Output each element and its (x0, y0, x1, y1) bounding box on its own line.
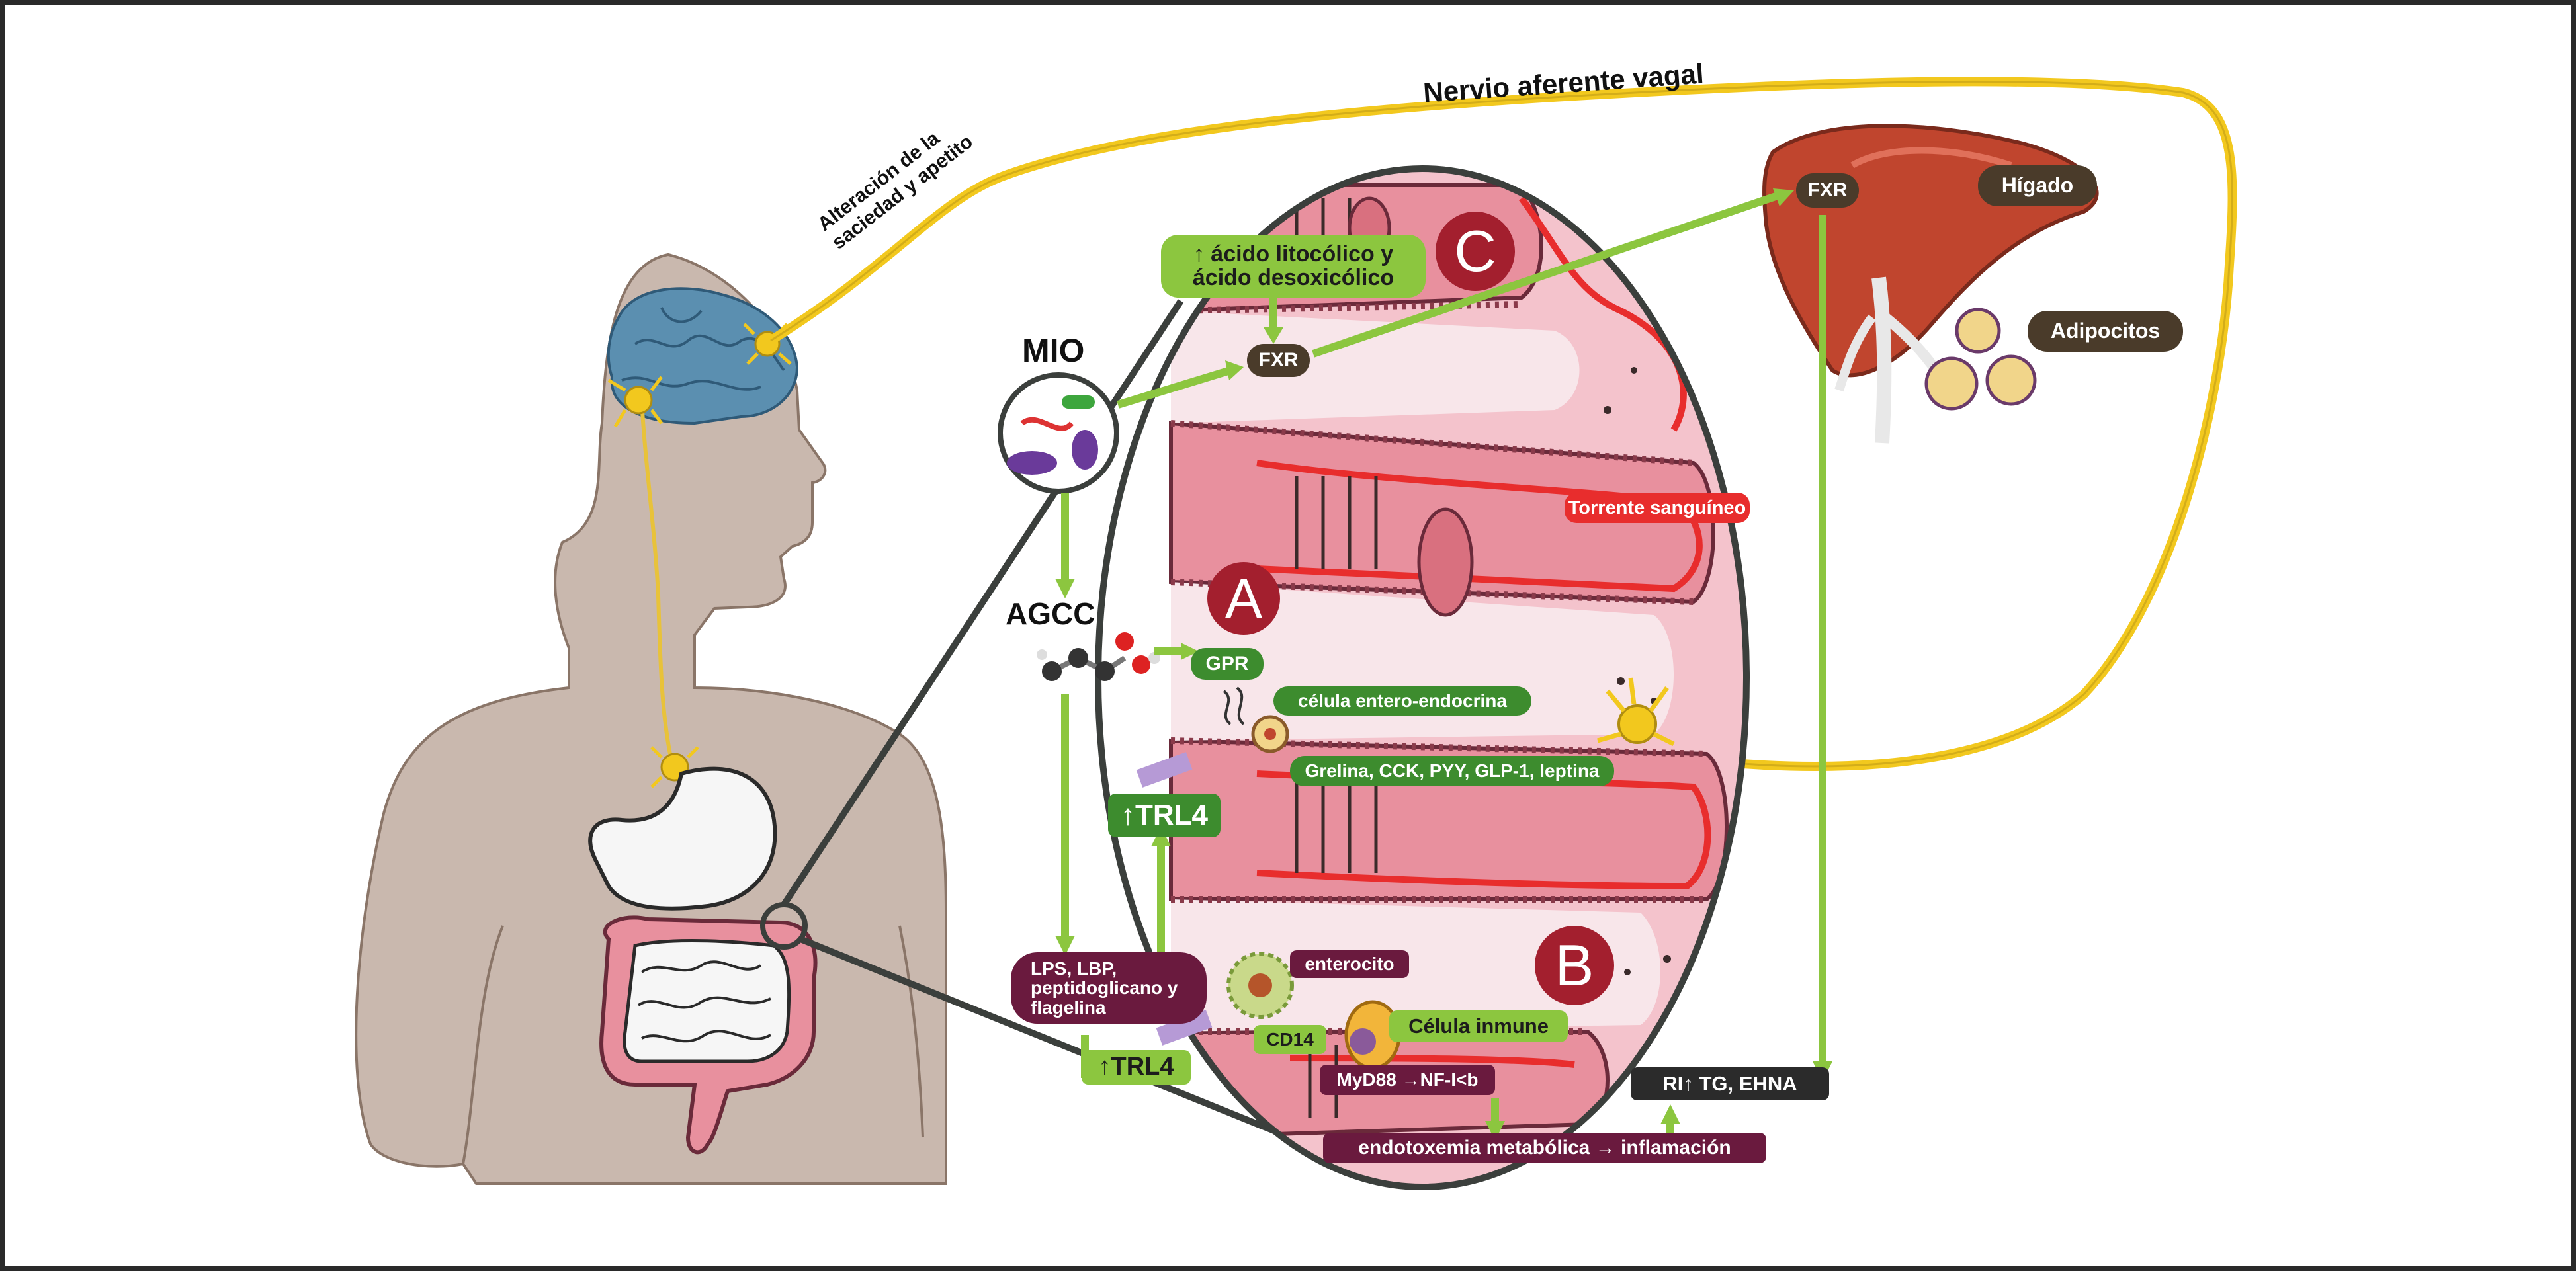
ri-label: RI↑ TG, EHNA (1631, 1067, 1829, 1100)
brain (607, 287, 799, 425)
adipocytes-graphic (1924, 308, 2037, 411)
lps-line-2: peptidoglicano y (1031, 977, 1178, 999)
bloodstream-label: Torrente sanguíneo (1565, 493, 1750, 523)
immune-cell-label: Célula inmune (1389, 1010, 1568, 1042)
circle-a: A (1207, 562, 1280, 635)
lps-line-1: LPS, LBP, (1031, 958, 1117, 979)
vagal-nerve (768, 77, 2237, 772)
trl4-lower-label: ↑TRL4 (1082, 1050, 1191, 1085)
spinal-nerve (640, 399, 673, 761)
enteroendocrine-label: célula entero-endocrina (1273, 686, 1531, 716)
enterocyte-label: enterocito (1290, 950, 1409, 978)
trl4-upper-label: ↑TRL4 (1108, 794, 1221, 837)
hormones-label: Grelina, CCK, PYY, GLP-1, leptina (1290, 756, 1614, 786)
cd14-label: CD14 (1254, 1025, 1326, 1054)
zoom-lines (781, 299, 1324, 1154)
agcc-label: AGCC (1006, 596, 1095, 631)
circle-c: C (1436, 212, 1515, 291)
small-intestine (623, 939, 791, 1063)
lps-line-3: flagelina (1031, 997, 1106, 1018)
bile-acid-line-2: ácido desoxicólico (1192, 265, 1395, 290)
adipocytes-label: Adipocitos (2028, 311, 2183, 352)
mio-label: MIO (1022, 332, 1085, 369)
myd88-label: MyD88 →NF-l<b (1320, 1065, 1495, 1095)
bile-acid-label: ↑ ácido litocólico y ácido desoxicólico (1161, 235, 1426, 298)
mio-circle (998, 372, 1119, 494)
agcc-molecule (1037, 632, 1160, 681)
stomach (588, 766, 777, 911)
gpr-label: GPR (1191, 648, 1264, 680)
bile-acid-line-1: ↑ ácido litocólico y (1193, 241, 1394, 266)
fxr-gut-label: FXR (1247, 344, 1310, 377)
circle-b: B (1535, 926, 1614, 1005)
fxr-liver-label: FXR (1796, 173, 1859, 208)
endotoxemia-label: endotoxemia metabólica → inflamación (1323, 1133, 1766, 1163)
liver-label: Hígado (1978, 165, 2097, 206)
lps-label: LPS, LBP, peptidoglicano y flagelina (1011, 952, 1207, 1024)
